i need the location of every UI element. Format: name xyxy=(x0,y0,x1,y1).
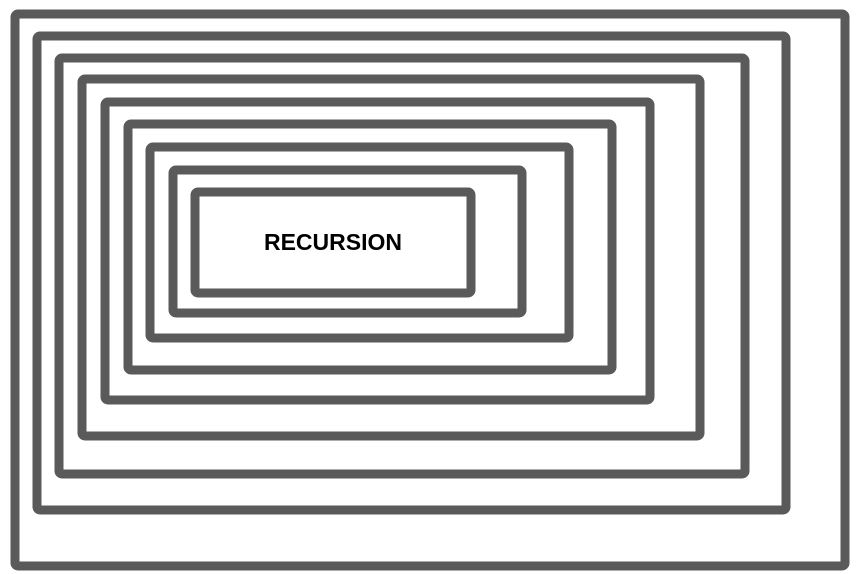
recursion-label: RECURSION xyxy=(264,229,402,255)
nested-frame-9 xyxy=(190,187,476,298)
nested-frame-6 xyxy=(123,119,617,375)
nested-frame-3 xyxy=(54,53,750,479)
nested-frame-4 xyxy=(77,74,705,441)
nested-frame-7 xyxy=(145,142,574,343)
nested-frame-5 xyxy=(100,97,655,405)
nested-frame-2 xyxy=(32,31,791,515)
nested-frame-8 xyxy=(168,165,527,318)
nested-frames-group xyxy=(10,9,850,571)
nested-frame-1 xyxy=(10,9,850,571)
